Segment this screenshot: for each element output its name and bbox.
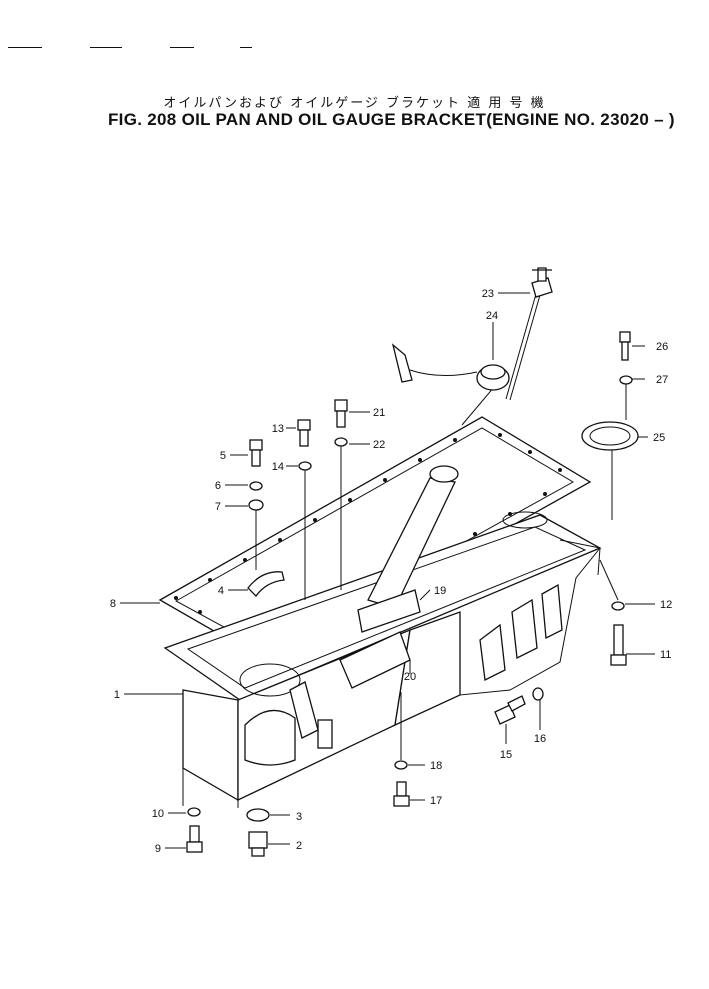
callout-23: 23 <box>482 288 494 300</box>
callout-22: 22 <box>373 439 385 451</box>
callout-8: 8 <box>110 598 116 610</box>
callout-6: 6 <box>215 480 221 492</box>
header-rule <box>170 47 194 48</box>
callout-4: 4 <box>218 585 224 597</box>
japanese-title: オイルパンおよび オイルゲージ ブラケット 適 用 号 機 <box>163 96 546 111</box>
callout-26: 26 <box>656 341 668 353</box>
callout-25: 25 <box>653 432 665 444</box>
callout-13: 13 <box>272 423 284 435</box>
callout-12: 12 <box>660 599 672 611</box>
callout-16: 16 <box>534 733 546 745</box>
header-rule <box>240 47 252 48</box>
figure-title: FIG. 208 OIL PAN AND OIL GAUGE BRACKET(E… <box>108 110 675 129</box>
dipstick-23 <box>505 267 553 401</box>
gauge-bracket-19 <box>357 379 501 633</box>
callout-24: 24 <box>486 310 498 322</box>
callout-14: 14 <box>272 461 284 473</box>
callout-19: 19 <box>434 585 446 597</box>
callout-10: 10 <box>152 808 164 820</box>
header-rule <box>90 47 122 48</box>
callout-7: 7 <box>215 501 221 513</box>
callout-21: 21 <box>373 407 385 419</box>
callout-5: 5 <box>220 450 226 462</box>
cover-plate-25 <box>581 421 639 451</box>
fasteners <box>186 331 633 857</box>
callout-15: 15 <box>500 749 512 761</box>
callout-3: 3 <box>296 811 302 823</box>
callout-11: 11 <box>660 649 671 661</box>
callout-9: 9 <box>155 843 161 855</box>
callout-2: 2 <box>296 840 302 852</box>
callout-1: 1 <box>114 689 120 701</box>
filler-cap-24 <box>391 343 510 391</box>
callouts: 1 2 3 4 5 6 7 8 9 10 11 12 13 14 15 16 1… <box>110 288 672 855</box>
callout-18: 18 <box>430 760 442 772</box>
leader-lines <box>120 292 655 849</box>
callout-20: 20 <box>404 671 416 683</box>
callout-17: 17 <box>430 795 442 807</box>
header-rule <box>8 47 42 48</box>
callout-27: 27 <box>656 374 668 386</box>
